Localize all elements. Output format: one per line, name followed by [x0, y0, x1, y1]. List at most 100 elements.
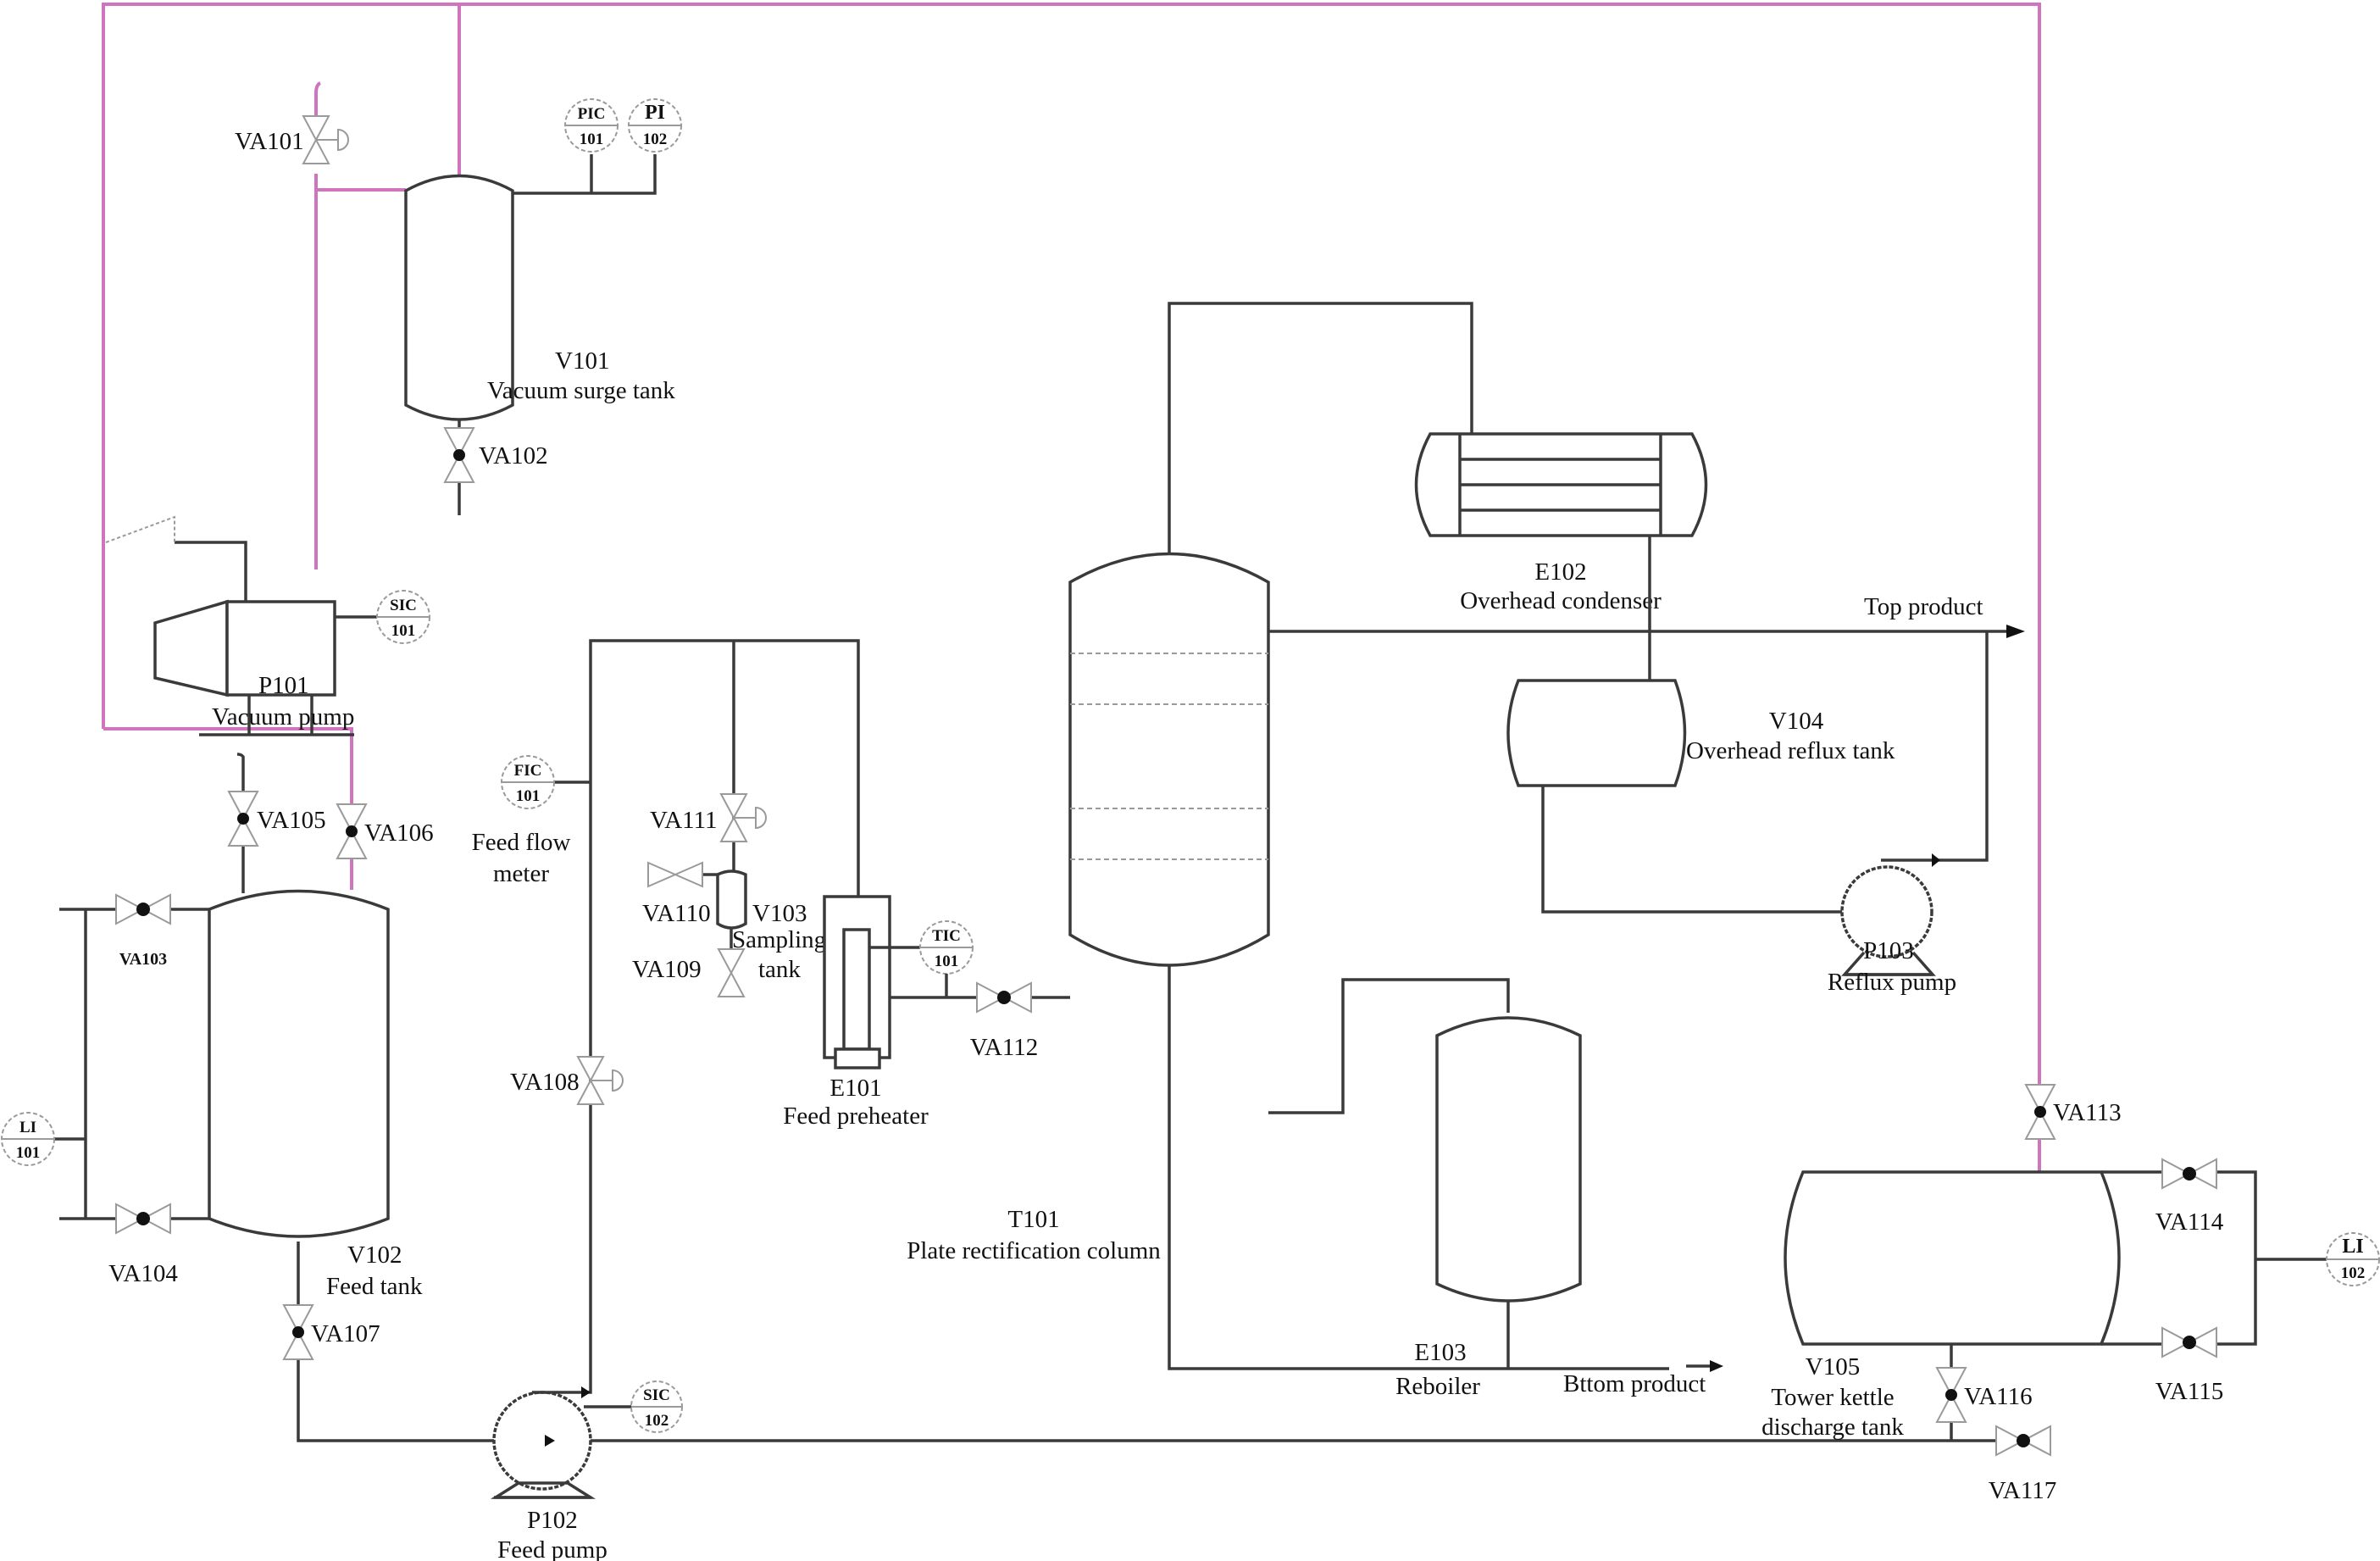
svg-text:101: 101: [516, 787, 541, 805]
valve-va116-label: VA116: [1964, 1383, 2033, 1410]
p102-name: Feed pump: [497, 1536, 607, 1561]
svg-text:SIC: SIC: [390, 597, 417, 614]
bottom-product-label: Bttom product: [1563, 1370, 1706, 1397]
svg-text:LI: LI: [2342, 1236, 2363, 1258]
valve-va115-label: VA115: [2155, 1378, 2224, 1405]
svg-text:TIC: TIC: [932, 927, 961, 945]
svg-text:102: 102: [643, 131, 668, 148]
v104-tag: V104: [1769, 708, 1824, 735]
instrument-tic101[interactable]: TIC 101: [919, 920, 974, 975]
t101-tag: T101: [1007, 1206, 1059, 1233]
valve-va108[interactable]: [577, 1056, 624, 1105]
valve-va110-label: VA110: [642, 900, 711, 927]
instrument-li102[interactable]: LI 102: [2326, 1232, 2380, 1286]
v102-name: Feed tank: [326, 1273, 423, 1300]
svg-text:101: 101: [16, 1144, 41, 1162]
valve-va109-label: VA109: [632, 956, 702, 983]
t101-name: Plate rectification column: [907, 1237, 1161, 1264]
p101-tag: P101: [258, 672, 309, 699]
valve-va114[interactable]: [2161, 1158, 2217, 1189]
flow-meter-label-line2: meter: [493, 860, 549, 887]
v103-name-line1: Sampling: [732, 926, 826, 953]
svg-text:101: 101: [580, 131, 604, 148]
instrument-pic101[interactable]: PIC 101: [564, 98, 619, 153]
instrument-sic102[interactable]: SIC 102: [630, 1380, 683, 1433]
svg-text:101: 101: [935, 953, 959, 970]
flow-meter-label-line1: Feed flow: [472, 829, 571, 856]
feed-tank-v102[interactable]: [208, 889, 390, 1238]
valve-va106[interactable]: [336, 803, 367, 859]
feed-preheater-e101[interactable]: [823, 895, 891, 1069]
svg-text:PIC: PIC: [578, 105, 606, 123]
valve-va105-label: VA105: [257, 807, 326, 834]
v103-name-line2: tank: [758, 956, 801, 983]
top-product-label: Top product: [1864, 593, 1983, 620]
svg-text:102: 102: [645, 1412, 669, 1430]
reboiler-e103[interactable]: [1435, 1016, 1582, 1303]
valve-va112-label: VA112: [970, 1034, 1039, 1061]
valve-va103-label: VA103: [119, 950, 167, 969]
valve-va116[interactable]: [1936, 1367, 1967, 1423]
valve-va110[interactable]: [647, 862, 703, 887]
valve-va105[interactable]: [228, 791, 258, 847]
valve-va108-label: VA108: [510, 1069, 580, 1096]
svg-text:PI: PI: [645, 102, 665, 124]
v101-name: Vacuum surge tank: [487, 377, 675, 404]
overhead-condenser-e102[interactable]: [1414, 432, 1708, 537]
svg-text:102: 102: [2341, 1264, 2366, 1282]
valve-va111[interactable]: [720, 793, 767, 842]
valve-va102-label: VA102: [479, 442, 548, 469]
v102-tag: V102: [347, 1242, 402, 1269]
rectification-column-t101[interactable]: [1068, 552, 1270, 967]
valve-va109[interactable]: [718, 948, 745, 997]
e102-tag: E102: [1534, 558, 1586, 586]
valve-va117[interactable]: [1995, 1425, 2051, 1456]
valve-va111-label: VA111: [650, 807, 718, 834]
valve-va101-label: VA101: [235, 128, 304, 155]
e103-name: Reboiler: [1395, 1373, 1480, 1400]
valve-va113-label: VA113: [2053, 1099, 2122, 1126]
valve-va115[interactable]: [2161, 1327, 2217, 1358]
v105-tag: V105: [1806, 1353, 1860, 1380]
valve-va107-label: VA107: [311, 1320, 380, 1347]
instrument-sic101[interactable]: SIC 101: [376, 590, 430, 644]
instrument-fic101[interactable]: FIC 101: [501, 755, 555, 809]
instrument-pi102[interactable]: PI 102: [628, 98, 682, 153]
valve-va102[interactable]: [444, 427, 474, 483]
svg-text:FIC: FIC: [514, 762, 542, 780]
e101-tag: E101: [829, 1075, 881, 1102]
valve-va114-label: VA114: [2155, 1208, 2224, 1236]
v105-name-line2: discharge tank: [1761, 1414, 1904, 1441]
valve-va117-label: VA117: [1989, 1477, 2057, 1504]
tower-kettle-discharge-tank-v105[interactable]: [1784, 1170, 2121, 1346]
sampling-tank-v103[interactable]: [716, 869, 747, 930]
reflux-pump-p103[interactable]: [1840, 865, 1936, 976]
valve-va103[interactable]: [115, 894, 171, 925]
vacuum-pump-p101[interactable]: [153, 599, 354, 736]
svg-text:101: 101: [391, 622, 416, 640]
v103-tag: V103: [752, 900, 807, 927]
e101-name: Feed preheater: [783, 1103, 929, 1130]
valve-va101[interactable]: [302, 115, 349, 164]
valve-va107[interactable]: [283, 1304, 313, 1360]
e102-name: Overhead condenser: [1460, 587, 1662, 614]
e103-tag: E103: [1414, 1339, 1466, 1366]
valve-va104-label: VA104: [108, 1260, 178, 1287]
svg-text:SIC: SIC: [643, 1386, 670, 1404]
v104-name: Overhead reflux tank: [1686, 737, 1895, 764]
valve-va113[interactable]: [2025, 1084, 2055, 1140]
p102-tag: P102: [527, 1507, 578, 1534]
valve-va104[interactable]: [115, 1203, 171, 1234]
p103-name: Reflux pump: [1828, 969, 1956, 996]
valve-va112[interactable]: [976, 982, 1032, 1013]
overhead-reflux-tank-v104[interactable]: [1506, 679, 1687, 787]
svg-text:LI: LI: [19, 1119, 36, 1136]
v101-tag: V101: [555, 347, 609, 375]
v105-name-line1: Tower kettle: [1771, 1384, 1894, 1411]
feed-pump-p102[interactable]: [490, 1391, 596, 1499]
p103-tag: P103: [1863, 937, 1914, 964]
vacuum-surge-tank-v101[interactable]: [404, 174, 514, 421]
p101-name: Vacuum pump: [212, 703, 354, 731]
instrument-li101[interactable]: LI 101: [1, 1112, 55, 1166]
